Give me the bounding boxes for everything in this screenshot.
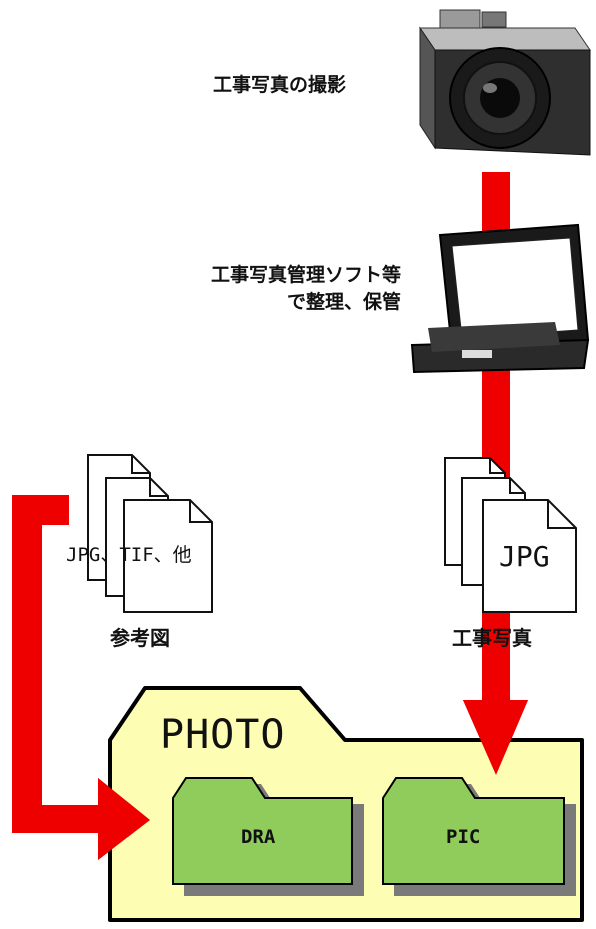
photo-caption: 工事写真 [452,626,532,650]
reference-caption: 参考図 [110,626,170,650]
software-caption: 工事写真管理ソフト等 で整理、保管 [211,262,401,316]
folder-icon [382,777,576,896]
camera-caption: 工事写真の撮影 [213,74,347,96]
reference-flow-arrow-tip [98,778,150,860]
photo-file-type: JPG [499,540,550,573]
dra-folder-label: DRA [241,826,276,848]
document-stack-icon [87,454,213,613]
folder-icon [172,777,364,896]
photo-folder-label: PHOTO [160,712,286,758]
camera-icon [419,9,591,156]
software-caption-line2: で整理、保管 [286,291,401,313]
pic-folder-label: PIC [446,826,481,848]
laptop-icon [410,223,590,374]
reference-file-types: JPG、TIF、他 [66,544,192,566]
document-stack-icon [444,457,577,613]
software-caption-line1: 工事写真管理ソフト等 [210,264,401,286]
photo-flow-arrow-tip [463,700,528,775]
